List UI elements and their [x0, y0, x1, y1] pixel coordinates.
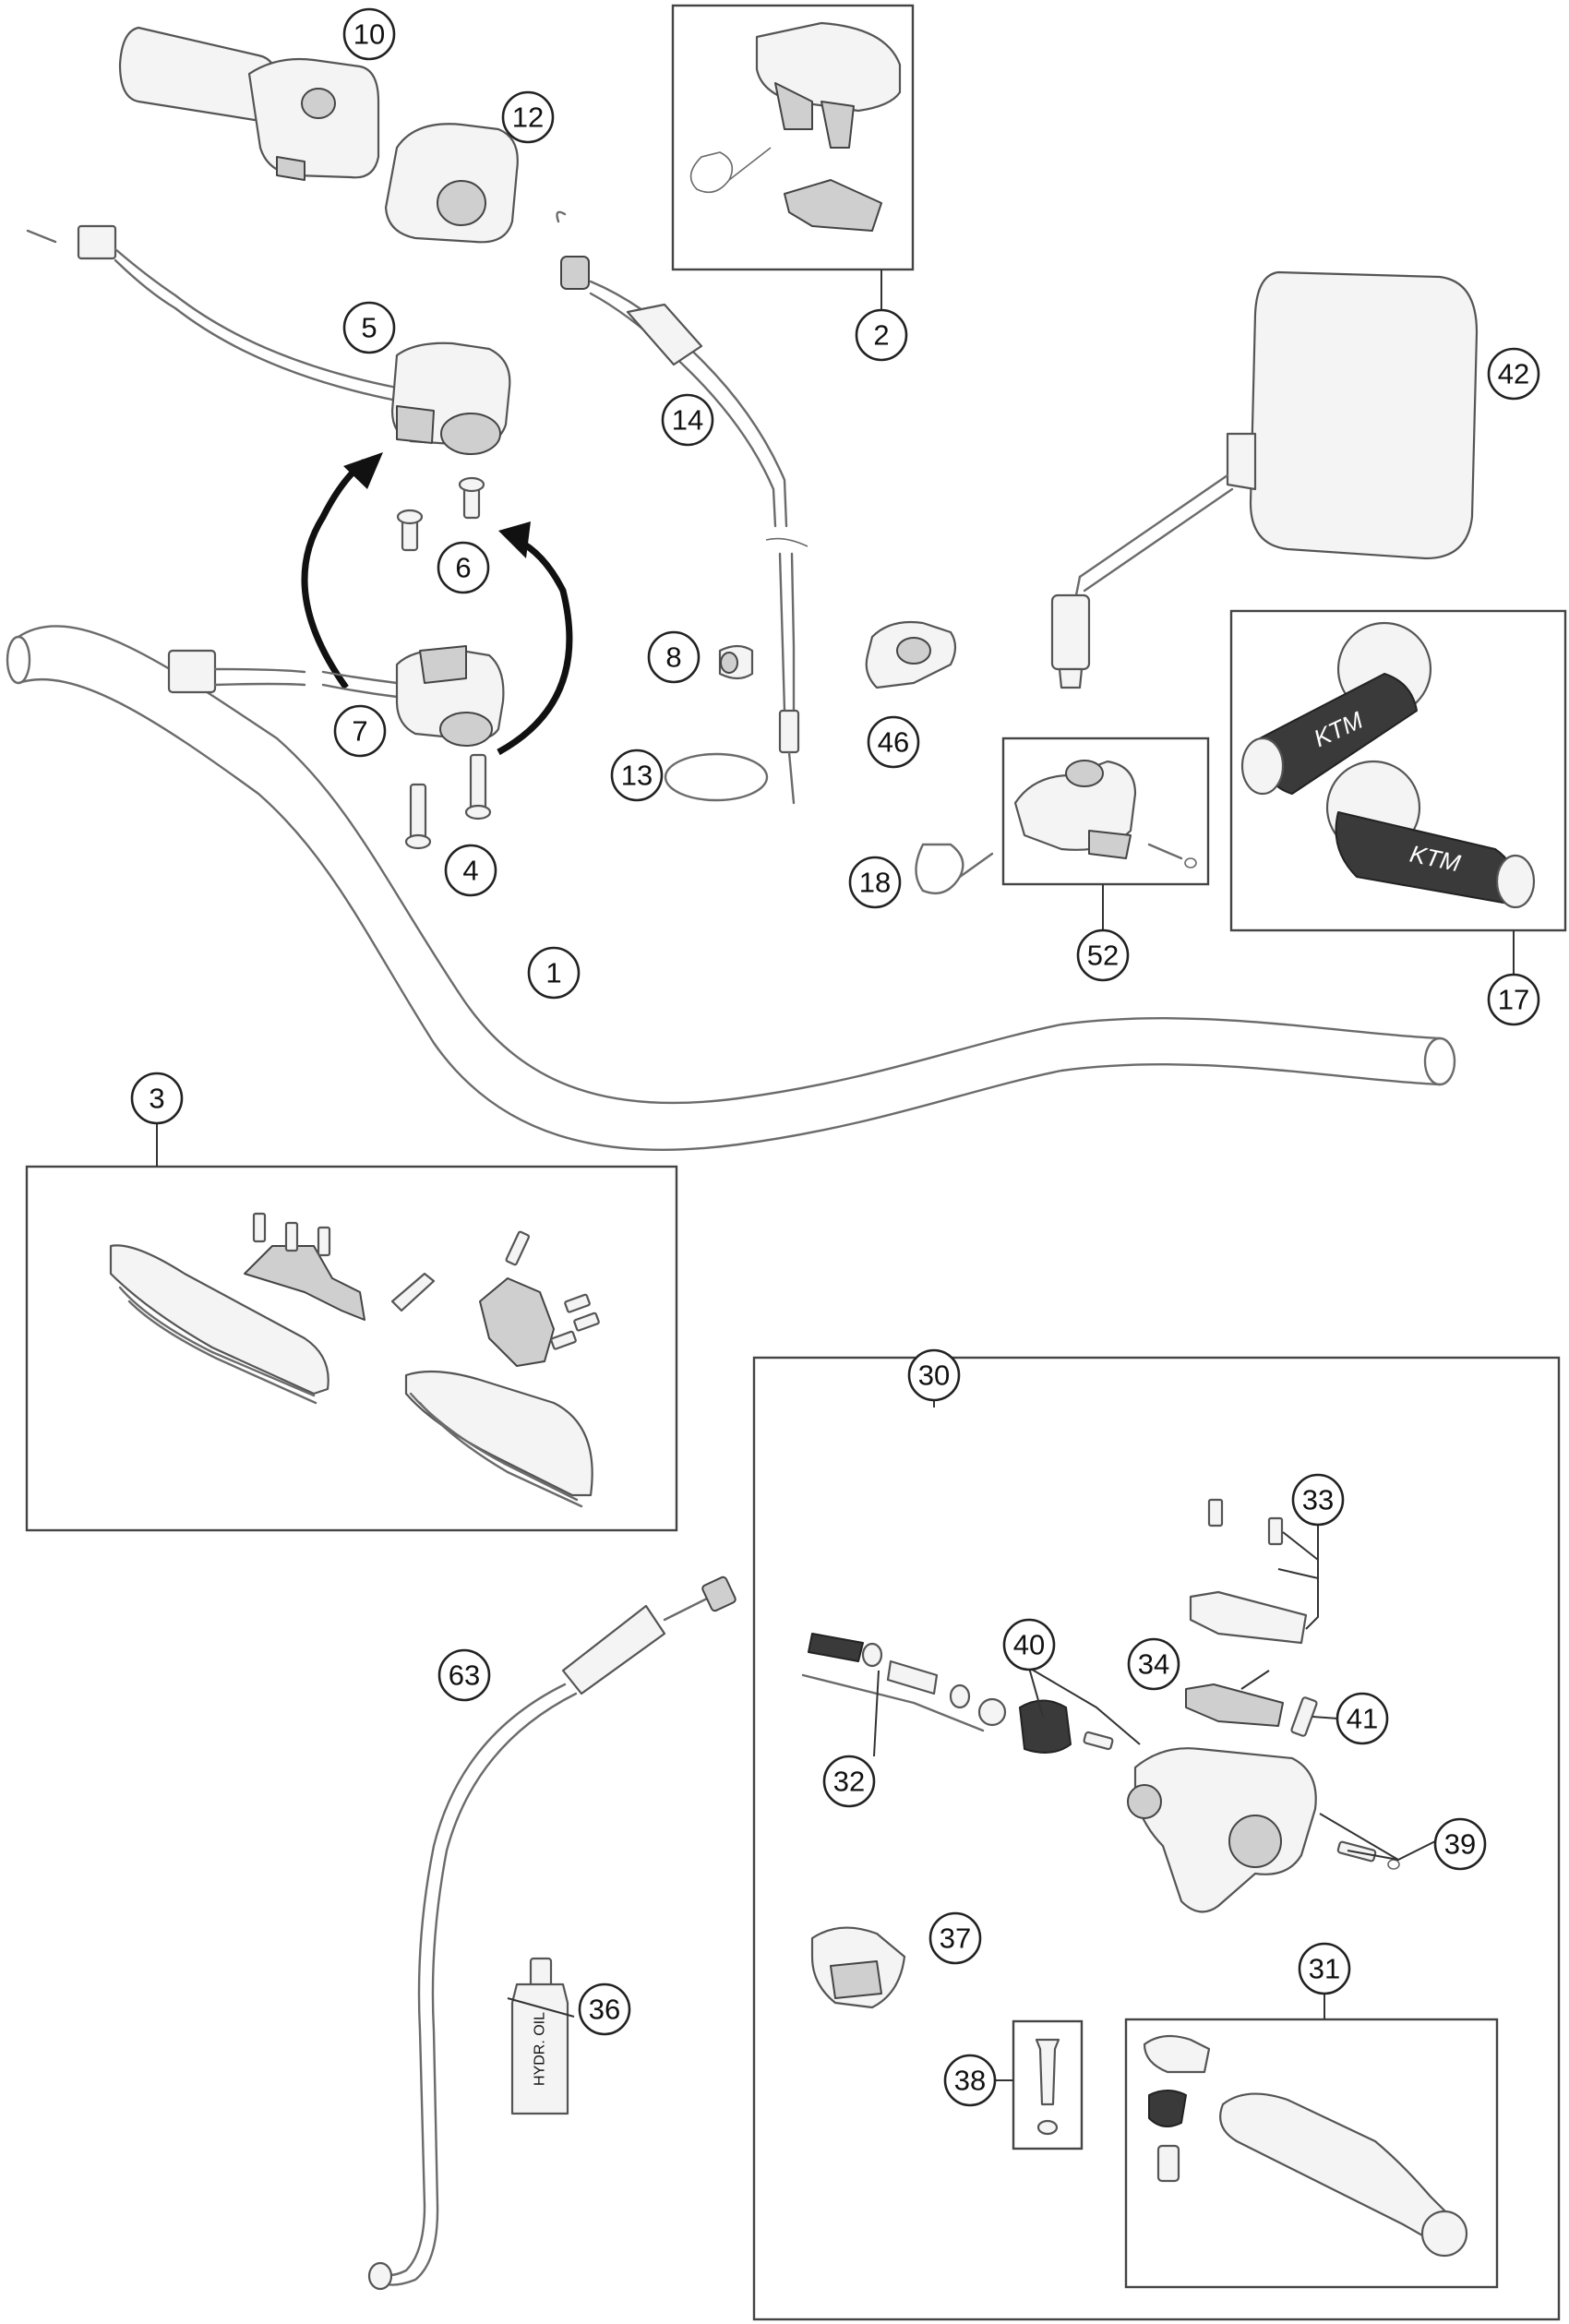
callout-40: 40 — [1013, 1629, 1045, 1661]
callout-39: 39 — [1444, 1828, 1476, 1861]
callout-38: 38 — [954, 2065, 986, 2097]
callout-37: 37 — [940, 1923, 971, 1955]
callout-5: 5 — [361, 312, 377, 344]
handlebar — [6, 625, 1456, 1152]
leader-lines — [156, 270, 1515, 2081]
throttle-cover — [384, 123, 519, 244]
kit-box-52 — [1001, 737, 1210, 886]
mirror — [1050, 270, 1479, 689]
callout-6: 6 — [455, 552, 471, 584]
callout-34: 34 — [1138, 1648, 1169, 1681]
clamp-46 — [865, 620, 957, 689]
callout-30: 30 — [918, 1360, 950, 1392]
screws-4 — [404, 753, 492, 850]
kit-box-3 — [25, 1165, 678, 1532]
callout-52: 52 — [1087, 940, 1119, 972]
pivot-bolt-38 — [1035, 2038, 1060, 2136]
callout-1: 1 — [545, 957, 561, 989]
bottle-label: HYDR. OIL — [533, 2012, 548, 2086]
callout-10: 10 — [353, 18, 385, 51]
callout-12: 12 — [512, 102, 544, 134]
grips — [1240, 621, 1536, 909]
kit-box-17 — [1229, 609, 1567, 932]
handlebar-switch-right — [167, 645, 505, 747]
assembly-arrows — [301, 452, 573, 756]
callout-circles — [130, 7, 1540, 2107]
throttle-grip — [118, 26, 380, 181]
callout-36: 36 — [589, 1994, 620, 2026]
kit-box-38 — [1012, 2019, 1084, 2150]
handlebar-switch-cover-kit — [689, 21, 902, 232]
callout-31: 31 — [1309, 1953, 1340, 1985]
callout-7: 7 — [352, 715, 367, 748]
kit-box-2 — [671, 4, 915, 271]
kit-box-30 — [752, 1356, 1561, 2321]
hydraulic-oil-bottle — [510, 1957, 569, 2115]
brake-lever-kit — [1143, 2034, 1468, 2258]
clip-8 — [718, 644, 754, 680]
o-ring-13 — [664, 752, 769, 802]
hand-guards — [109, 1212, 600, 1508]
callout-14: 14 — [672, 404, 703, 437]
master-cylinder-kit — [801, 1498, 1400, 2009]
brake-line — [367, 1575, 737, 2291]
hot-start-cable — [556, 210, 808, 805]
callout-17: 17 — [1498, 984, 1529, 1016]
screws-6 — [396, 476, 485, 552]
callout-18: 18 — [859, 867, 891, 899]
callout-42: 42 — [1498, 358, 1529, 390]
clamp-kit-52 — [1013, 760, 1197, 869]
callout-32: 32 — [833, 1766, 865, 1798]
callout-46: 46 — [878, 726, 909, 759]
handlebar-switch-left — [26, 224, 511, 455]
callout-3: 3 — [149, 1083, 164, 1115]
callout-33: 33 — [1302, 1484, 1334, 1516]
cable-tie-18 — [915, 843, 994, 895]
callout-4: 4 — [462, 855, 478, 887]
kit-box-31 — [1124, 2018, 1499, 2289]
callout-41: 41 — [1347, 1703, 1378, 1735]
callout-2: 2 — [873, 319, 889, 352]
callout-63: 63 — [449, 1659, 480, 1692]
callout-8: 8 — [665, 641, 681, 674]
callout-13: 13 — [621, 760, 653, 792]
